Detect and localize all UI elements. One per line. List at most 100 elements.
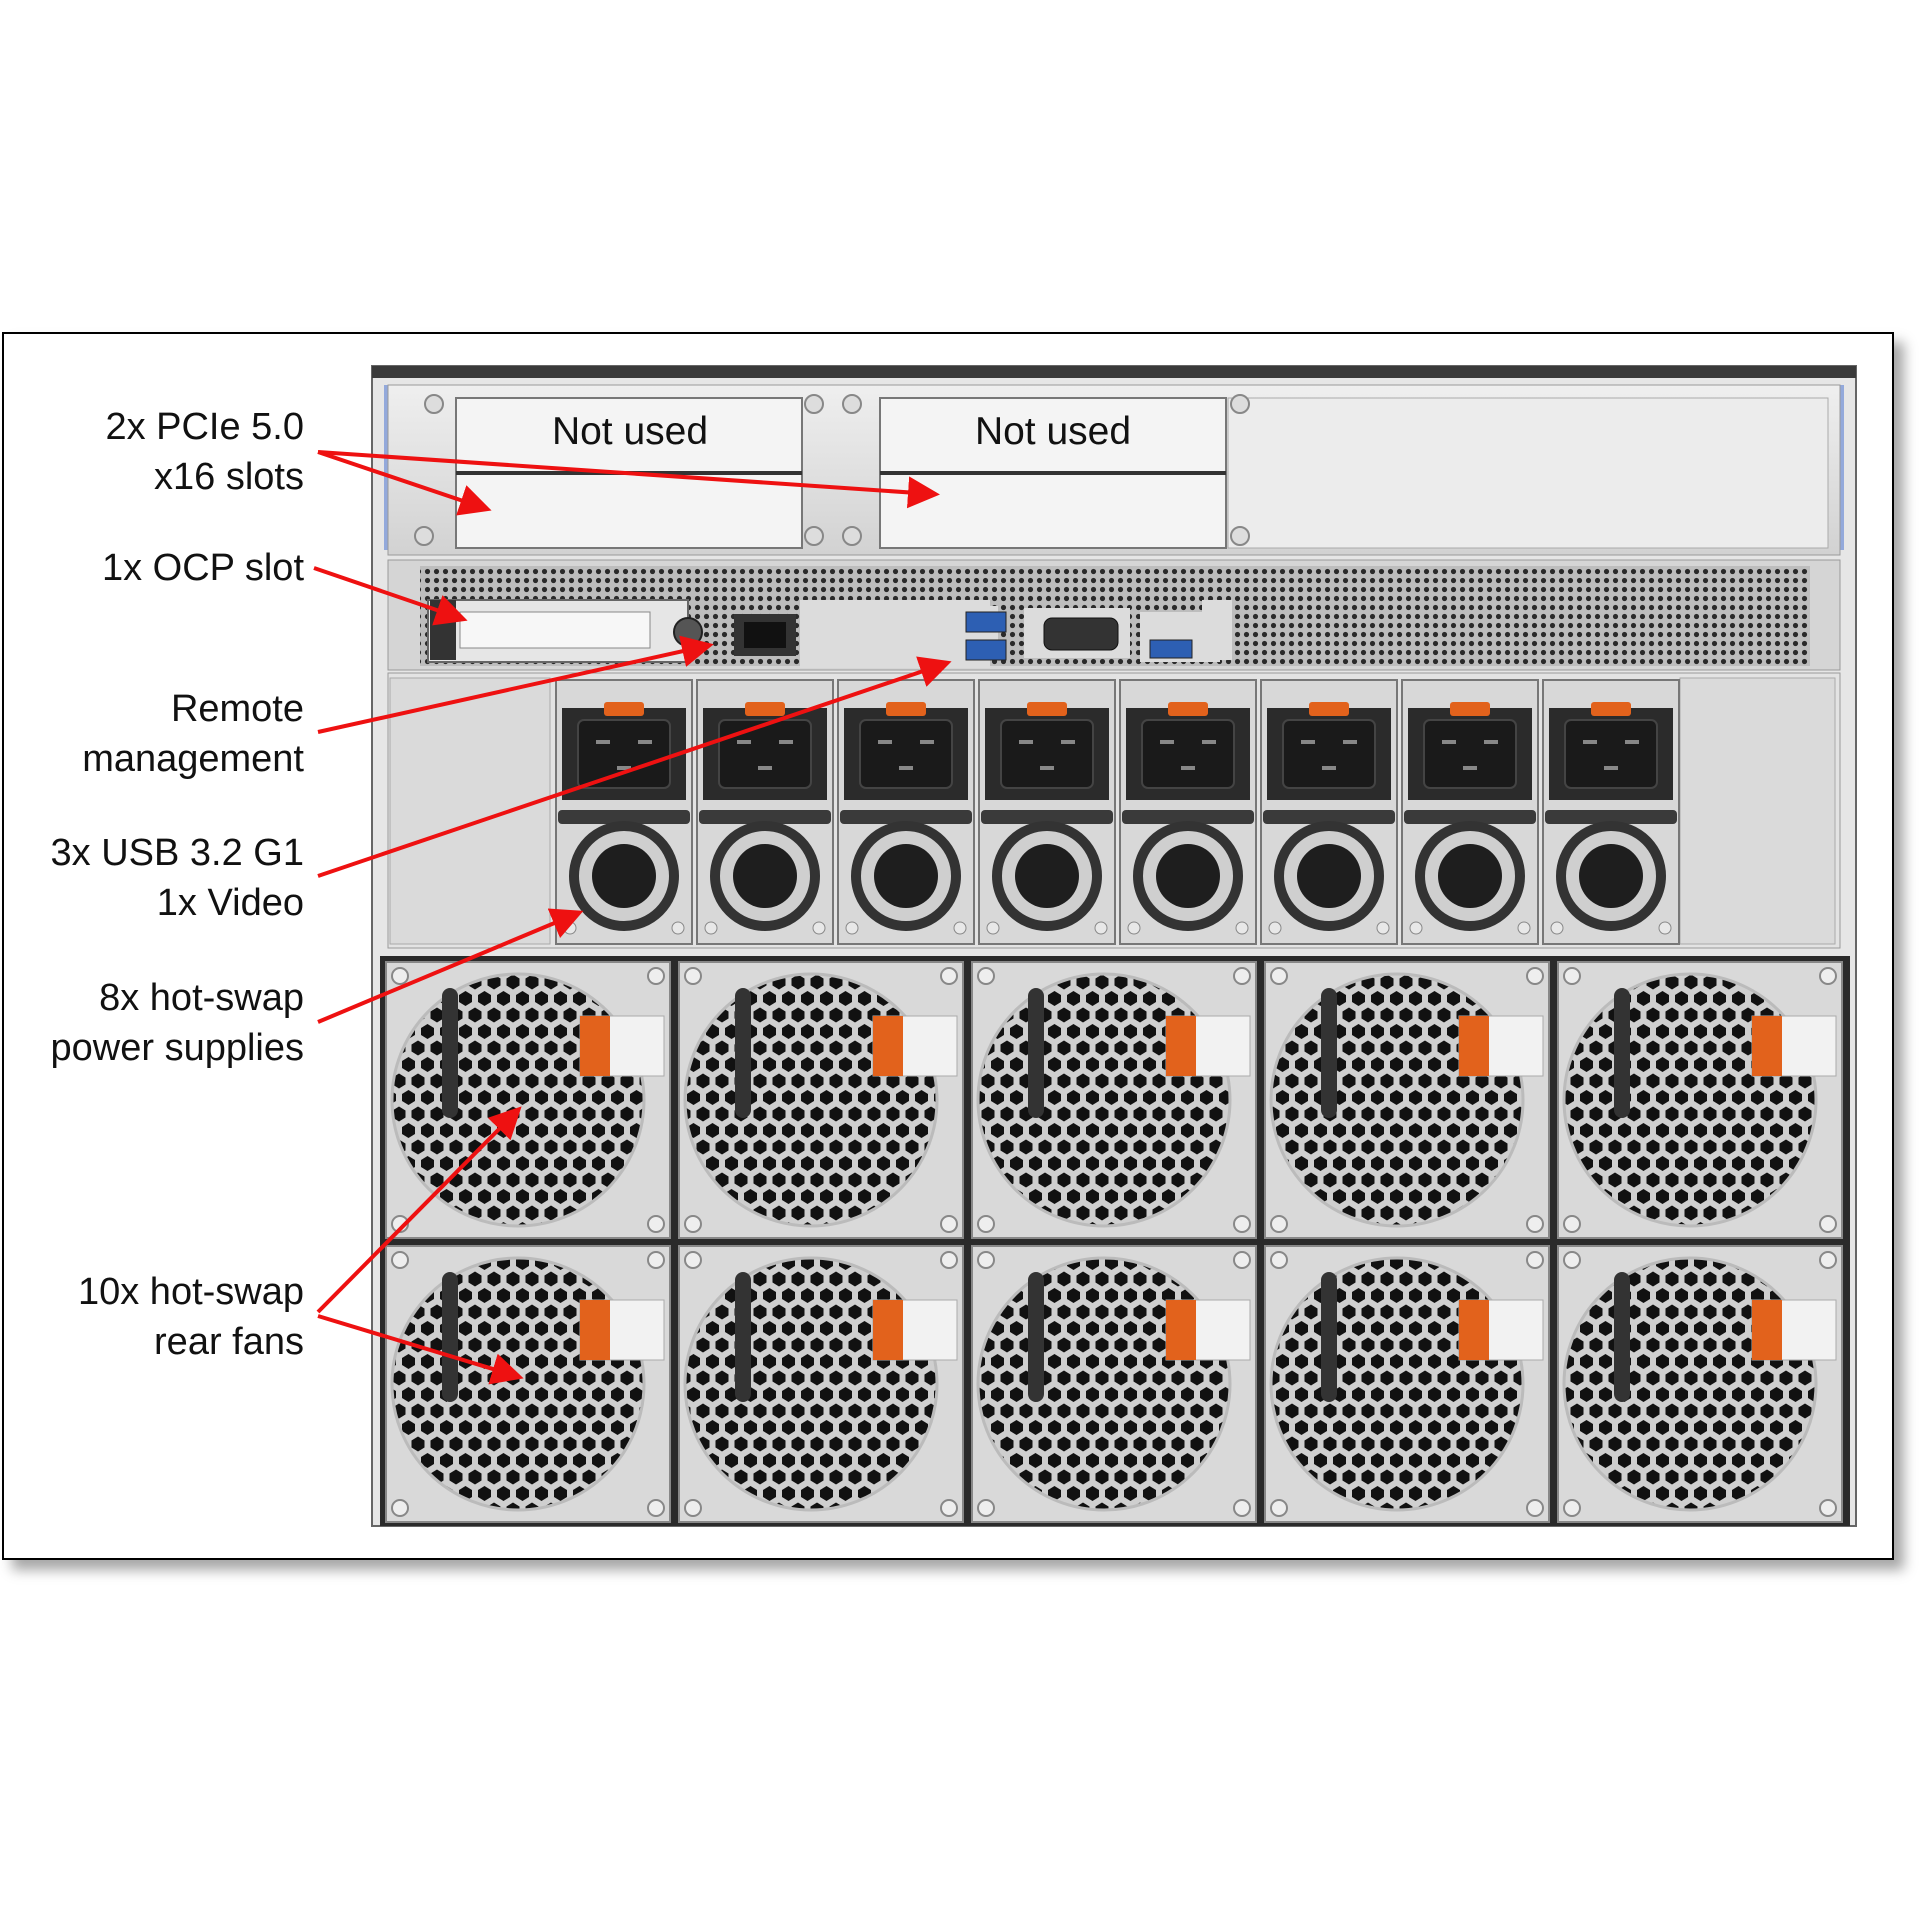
callout-pcie-line1: 2x PCIe 5.0 <box>105 406 304 448</box>
callout-fans-line2: rear fans <box>154 1321 304 1363</box>
fan-grille-icon <box>390 1256 646 1512</box>
power-supply-unit[interactable] <box>978 679 1116 945</box>
psu-release-tab[interactable] <box>1168 702 1208 716</box>
pcie-riser-cage: Not used Not used <box>387 384 1841 556</box>
power-inlet-socket <box>859 719 953 789</box>
fan-release-tab[interactable] <box>1166 1016 1196 1076</box>
psu-release-tab[interactable] <box>604 702 644 716</box>
fan-handle[interactable] <box>1028 988 1044 1118</box>
slot-label-left: Not used <box>552 410 708 453</box>
psu-release-tab[interactable] <box>1027 702 1067 716</box>
callout-ocp-line1: 1x OCP slot <box>101 547 304 589</box>
psu-release-tab[interactable] <box>1309 702 1349 716</box>
rear-fan-module[interactable] <box>1264 1245 1550 1523</box>
usb-port-2 <box>965 639 1007 661</box>
rear-fan-module[interactable] <box>1557 961 1843 1239</box>
rear-fan-module[interactable] <box>971 1245 1257 1523</box>
callout-arrows <box>313 450 952 1385</box>
psu-handle[interactable] <box>981 810 1113 824</box>
psu-handle[interactable] <box>840 810 972 824</box>
psu-handle[interactable] <box>558 810 690 824</box>
callout-fans-line1: 10x hot-swap <box>77 1271 304 1313</box>
fan-handle[interactable] <box>1614 988 1630 1118</box>
psu-release-tab[interactable] <box>745 702 785 716</box>
power-inlet-socket <box>1282 719 1376 789</box>
power-inlet-socket <box>1141 719 1235 789</box>
power-supply-unit[interactable] <box>1260 679 1398 945</box>
fan-release-tab[interactable] <box>580 1016 610 1076</box>
callout-remote-line2: management <box>82 738 304 780</box>
callout-power-supplies: 8x hot-swap power supplies <box>0 973 304 1073</box>
psu-release-tab[interactable] <box>1591 702 1631 716</box>
callout-pcie-line2: x16 slots <box>154 456 304 498</box>
fan-handle[interactable] <box>1028 1272 1044 1402</box>
callout-pcie-slots: 2x PCIe 5.0 x16 slots <box>0 402 304 502</box>
fan-grille-icon <box>1562 972 1818 1228</box>
power-inlet-socket <box>577 719 671 789</box>
screw-icon <box>673 617 703 647</box>
fan-handle[interactable] <box>442 988 458 1118</box>
rear-fan-module[interactable] <box>678 961 964 1239</box>
psu-handle[interactable] <box>1122 810 1254 824</box>
fan-grille-icon <box>1562 1256 1818 1512</box>
psu-handle[interactable] <box>699 810 831 824</box>
vga-video-port <box>1043 617 1119 651</box>
rear-fan-module[interactable] <box>385 961 671 1239</box>
fan-grille-icon <box>683 1256 939 1512</box>
power-inlet-socket <box>1564 719 1658 789</box>
rear-fan-module[interactable] <box>1557 1245 1843 1523</box>
power-supply-unit[interactable] <box>1401 679 1539 945</box>
fan-grille-icon <box>390 972 646 1228</box>
callout-remote-line1: Remote <box>170 688 304 730</box>
usb-port-1 <box>965 611 1007 633</box>
arrow-pcie-left <box>317 450 492 516</box>
arrow-ocp <box>313 566 468 626</box>
arrow-pcie-right <box>317 450 940 509</box>
psu-handle[interactable] <box>1545 810 1677 824</box>
callout-usb-video: 3x USB 3.2 G1 1x Video <box>0 828 304 928</box>
power-supply-unit[interactable] <box>696 679 834 945</box>
psu-handle[interactable] <box>1404 810 1536 824</box>
rear-fan-module[interactable] <box>678 1245 964 1523</box>
fan-release-tab[interactable] <box>1752 1300 1782 1360</box>
power-supply-unit[interactable] <box>1542 679 1680 945</box>
rear-fan-module[interactable] <box>1264 961 1550 1239</box>
power-inlet-socket <box>1000 719 1094 789</box>
callout-usb-line2: 1x Video <box>156 882 304 924</box>
callout-rear-fans: 10x hot-swap rear fans <box>0 1267 304 1367</box>
arrow-remote-management <box>317 635 714 734</box>
fan-grille-icon <box>1269 1256 1525 1512</box>
fan-grille-icon <box>683 972 939 1228</box>
fan-handle[interactable] <box>442 1272 458 1402</box>
fan-handle[interactable] <box>1614 1272 1630 1402</box>
arrow-power-supplies <box>317 908 584 1024</box>
psu-release-tab[interactable] <box>886 702 926 716</box>
fan-release-tab[interactable] <box>1752 1016 1782 1076</box>
psu-release-tab[interactable] <box>1450 702 1490 716</box>
arrow-fans-lower <box>317 1314 524 1385</box>
power-supply-unit[interactable] <box>1119 679 1257 945</box>
fan-grille-icon <box>976 1256 1232 1512</box>
fan-release-tab[interactable] <box>873 1300 903 1360</box>
psu-handle[interactable] <box>1263 810 1395 824</box>
fan-grille-icon <box>976 972 1232 1228</box>
fan-release-tab[interactable] <box>580 1300 610 1360</box>
power-supply-unit[interactable] <box>837 679 975 945</box>
fan-handle[interactable] <box>1321 988 1337 1118</box>
arrow-usb-video <box>317 656 952 878</box>
fan-release-tab[interactable] <box>1459 1300 1489 1360</box>
rear-fan-module[interactable] <box>385 1245 671 1523</box>
power-inlet-socket <box>1423 719 1517 789</box>
fan-grille-icon <box>1269 972 1525 1228</box>
fan-release-tab[interactable] <box>1166 1300 1196 1360</box>
callout-remote-management: Remote management <box>0 684 304 784</box>
fan-release-tab[interactable] <box>873 1016 903 1076</box>
fan-handle[interactable] <box>1321 1272 1337 1402</box>
fan-handle[interactable] <box>735 1272 751 1402</box>
fan-handle[interactable] <box>735 988 751 1118</box>
fan-release-tab[interactable] <box>1459 1016 1489 1076</box>
rear-fan-module[interactable] <box>971 961 1257 1239</box>
callout-usb-line1: 3x USB 3.2 G1 <box>50 832 304 874</box>
power-supply-unit[interactable] <box>555 679 693 945</box>
